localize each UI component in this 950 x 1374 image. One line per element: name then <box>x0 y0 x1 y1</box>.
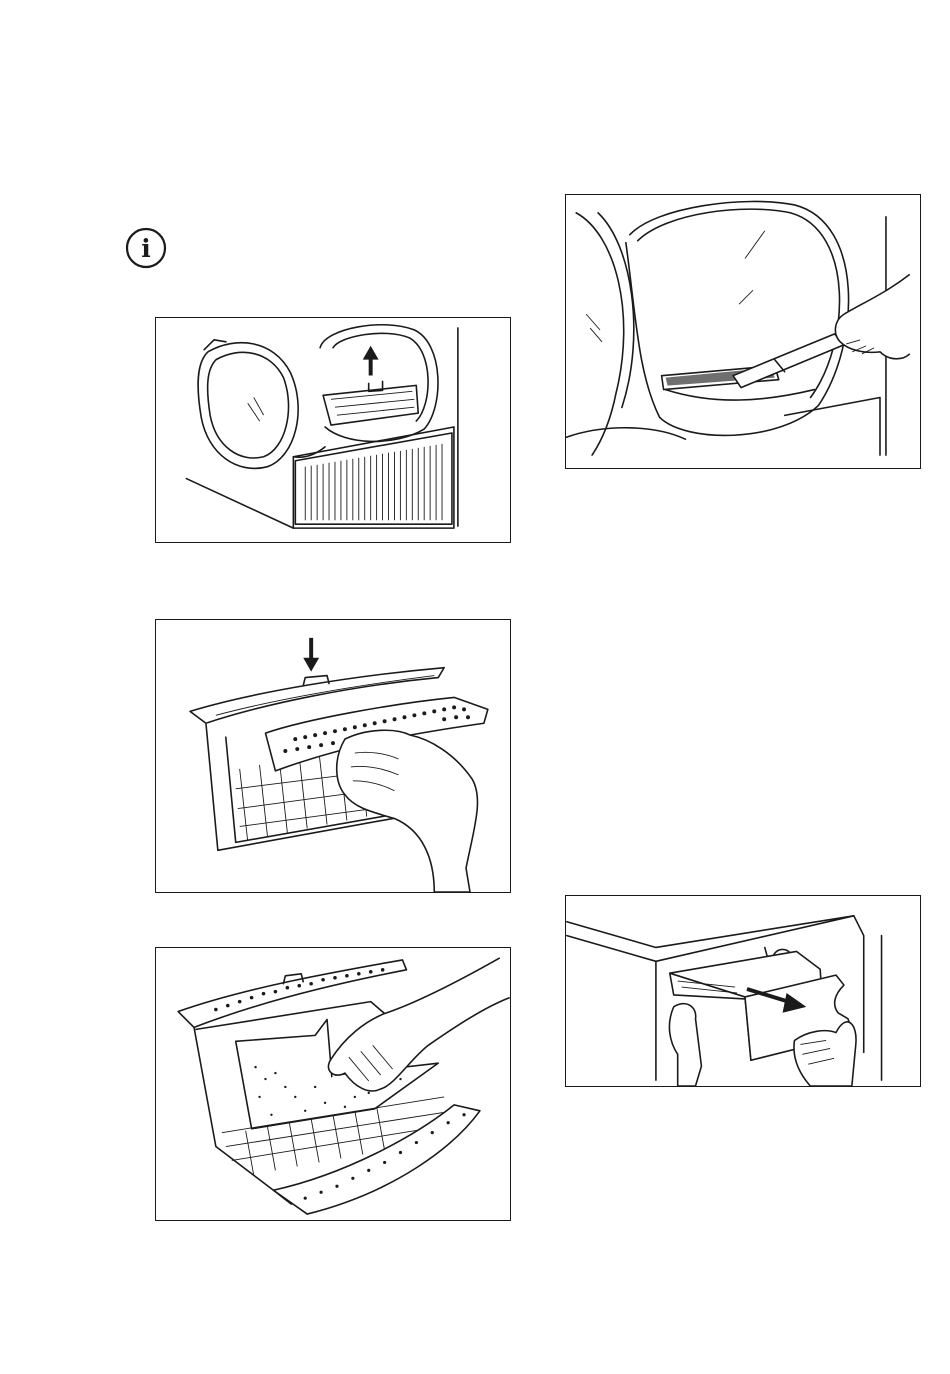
illustration-remove-filter <box>155 317 511 543</box>
info-icon-glyph: i <box>141 234 151 263</box>
arrow-down-icon <box>303 638 319 672</box>
arrow-up-icon <box>363 346 379 376</box>
illustration-open-filter <box>155 619 511 893</box>
illustration-vacuum-filter-seat <box>565 194 921 469</box>
info-icon: i <box>125 227 167 269</box>
illustration-pull-out-water-container <box>565 895 921 1087</box>
illustration-clean-filter <box>155 947 511 1221</box>
